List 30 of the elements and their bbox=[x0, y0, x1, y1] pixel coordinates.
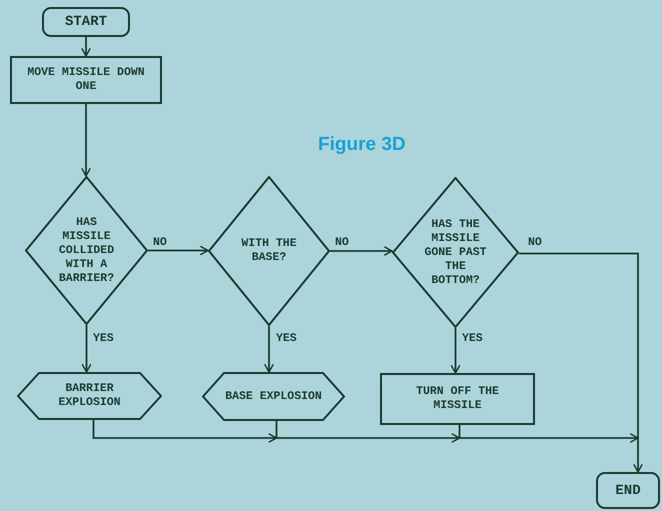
arrow bbox=[80, 104, 92, 177]
arrow bbox=[264, 326, 274, 373]
question-text: HAS THE MISSILE GONE PAST THE BOTTOM? bbox=[423, 218, 488, 288]
arrow bbox=[92, 420, 278, 444]
step-text: BASE EXPLOSION bbox=[224, 390, 323, 404]
arrow bbox=[80, 37, 92, 57]
terminal-box bbox=[42, 7, 130, 37]
arrow bbox=[450, 328, 461, 374]
process-box bbox=[10, 56, 162, 104]
question-text: HAS MISSILE COLLIDED WITH A BARRIER? bbox=[58, 216, 116, 286]
process-box bbox=[380, 373, 535, 425]
merged-arrow bbox=[460, 432, 639, 444]
decision-diamond bbox=[208, 176, 330, 326]
step-text: MOVE MISSILE DOWN ONE bbox=[26, 66, 146, 94]
arrow bbox=[330, 246, 393, 256]
merged-arrow bbox=[632, 438, 644, 473]
figure-title: Figure 3D bbox=[318, 134, 406, 156]
preparation-hexagon bbox=[17, 372, 162, 420]
step-text: START bbox=[64, 15, 108, 29]
step-text: TURN OFF THE MISSILE bbox=[415, 385, 500, 413]
step-text: BARRIER EXPLOSION bbox=[57, 382, 122, 410]
merged-arrow bbox=[276, 432, 460, 444]
arrow bbox=[81, 325, 92, 373]
arrow bbox=[148, 245, 209, 256]
decision-diamond bbox=[25, 176, 148, 325]
decision-diamond bbox=[392, 177, 519, 328]
step-text: END bbox=[614, 484, 642, 498]
question-text: WITH THE BASE? bbox=[240, 237, 298, 265]
terminal-box bbox=[596, 472, 660, 509]
preparation-hexagon bbox=[202, 372, 345, 421]
